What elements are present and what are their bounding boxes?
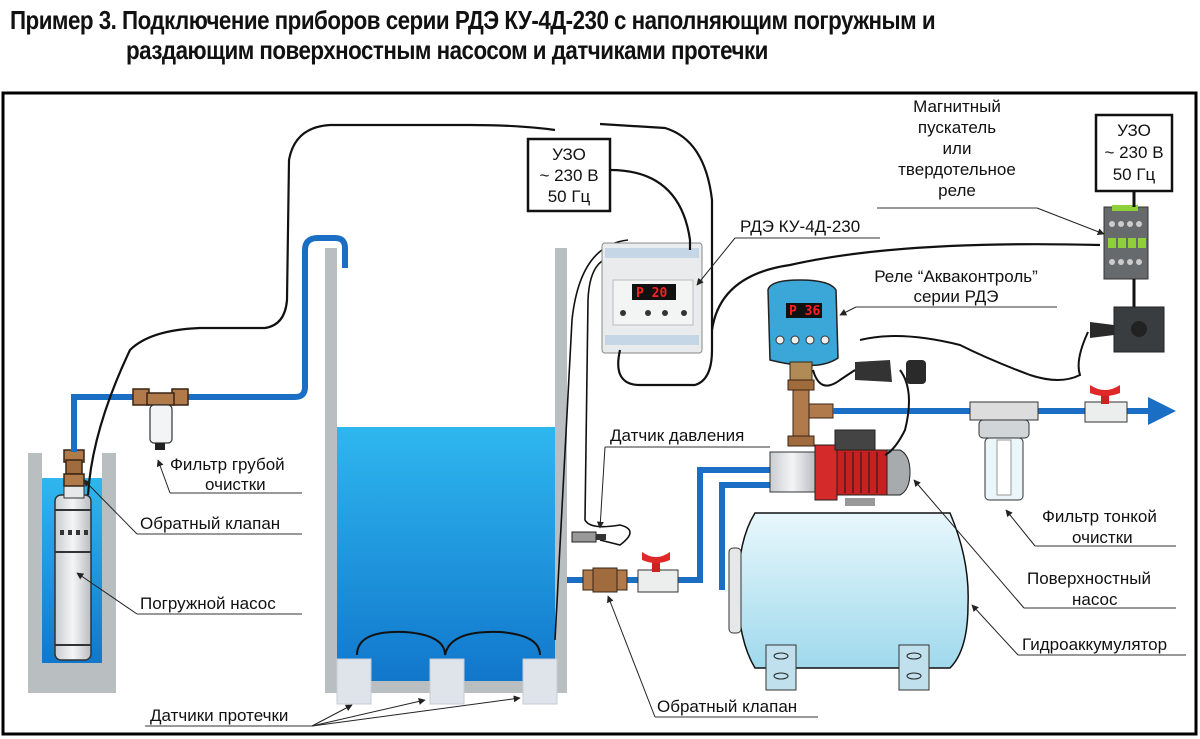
svg-text:Фильтр тонкой: Фильтр тонкой [1042,507,1157,526]
svg-text:РДЭ КУ-4Д-230: РДЭ КУ-4Д-230 [740,217,860,236]
svg-text:50 Гц: 50 Гц [1113,165,1156,184]
hydroaccumulator [728,512,969,691]
rde-ku-display-text: P 20 [636,286,667,301]
coarse-filter [132,388,189,450]
svg-text:серии РДЭ: серии РДЭ [913,287,998,306]
leak-sensor-1 [336,658,372,705]
aquacontrol-display-text: P 36 [789,304,820,319]
ball-valve-1 [637,552,679,593]
svg-text:Погружной насос: Погружной насос [140,594,276,613]
pressure-sensor [571,531,606,543]
fine-filter [969,401,1039,501]
outlet-arrow-icon [1148,397,1176,425]
svg-text:~ 230 В: ~ 230 В [1104,143,1163,162]
label-coarse-filter: Фильтр грубой очистки [156,455,302,494]
leak-sensor-3 [522,658,558,705]
well-check-valve [63,449,85,487]
diagram-title-line-2: раздающим поверхностным насосом и датчик… [126,35,768,65]
svg-text:50 Гц: 50 Гц [548,187,591,206]
leak-sensor-2 [429,658,465,705]
svg-text:Гидроаккумулятор: Гидроаккумулятор [1022,635,1167,654]
brass-fittings [787,379,834,447]
svg-text:Датчики протечки: Датчики протечки [150,706,288,725]
diagram-title-line-1: Пример 3. Подключение приборов серии РДЭ… [10,5,936,35]
label-submersible-pump: Погружной насос [76,572,302,615]
pump-plug [855,360,926,384]
svg-text:реле: реле [938,181,976,200]
svg-text:Обратный клапан: Обратный клапан [657,697,797,716]
svg-text:УЗО: УЗО [1117,121,1151,140]
svg-text:Датчик давления: Датчик давления [610,426,744,445]
leak-sensors [336,630,558,705]
svg-text:твердотельное: твердотельное [898,160,1016,179]
svg-text:Магнитный: Магнитный [913,97,1001,116]
storage-tank [325,248,567,693]
svg-text:Реле “Акваконтроль”: Реле “Акваконтроль” [874,267,1038,286]
svg-text:Фильтр грубой: Фильтр грубой [170,455,285,474]
label-leak-sensors: Датчики протечки [145,695,521,727]
surface-pump [769,429,911,506]
svg-text:очистки: очистки [1072,528,1133,547]
label-accumulator: Гидроаккумулятор [971,604,1186,656]
submersible-pump [54,483,92,661]
label-magnetic-starter: Магнитный пускатель или твердотельное ре… [877,97,1105,235]
svg-text:Обратный клапан: Обратный клапан [140,514,280,533]
svg-text:Поверхностный: Поверхностный [1027,569,1151,588]
supply-pipe [71,235,348,452]
uzo-box-2: УЗО ~ 230 В 50 Гц [1094,113,1174,193]
tank-water [337,427,555,681]
pump-cable [86,123,556,496]
label-aquacontrol: Реле “Акваконтроль” серии РДЭ [839,267,1057,316]
label-pressure-sensor: Датчик давления [596,426,770,529]
aquacontrol-display [786,303,822,318]
svg-text:очистки: очистки [205,475,266,494]
svg-text:УЗО: УЗО [552,145,586,164]
wall-socket [859,306,1165,381]
label-fine-filter: Фильтр тонкой очистки [1005,507,1176,547]
svg-text:или: или [943,139,972,158]
label-check-valve-line: Обратный клапан [607,595,818,718]
svg-text:насос: насос [1072,590,1118,609]
accumulator-pipe [719,482,775,590]
aquacontrol-relay: P 36 [767,279,839,383]
svg-text:пускатель: пускатель [918,118,996,137]
label-check-valve-well: Обратный клапан [83,479,302,535]
uzo-box-1: УЗО ~ 230 В 50 Гц [526,137,612,213]
rde-ku-display [632,284,676,300]
magnetic-starter [1103,205,1149,280]
rde-ku-4d-230-device: P 20 [601,242,703,354]
suction-pipe [567,467,775,583]
ball-valve-2 [1084,385,1128,423]
svg-text:~ 230 В: ~ 230 В [539,166,598,185]
label-rde-ku: РДЭ КУ-4Д-230 [696,217,880,286]
label-surface-pump: Поверхностный насос [913,479,1176,609]
line-check-valve [582,567,628,593]
